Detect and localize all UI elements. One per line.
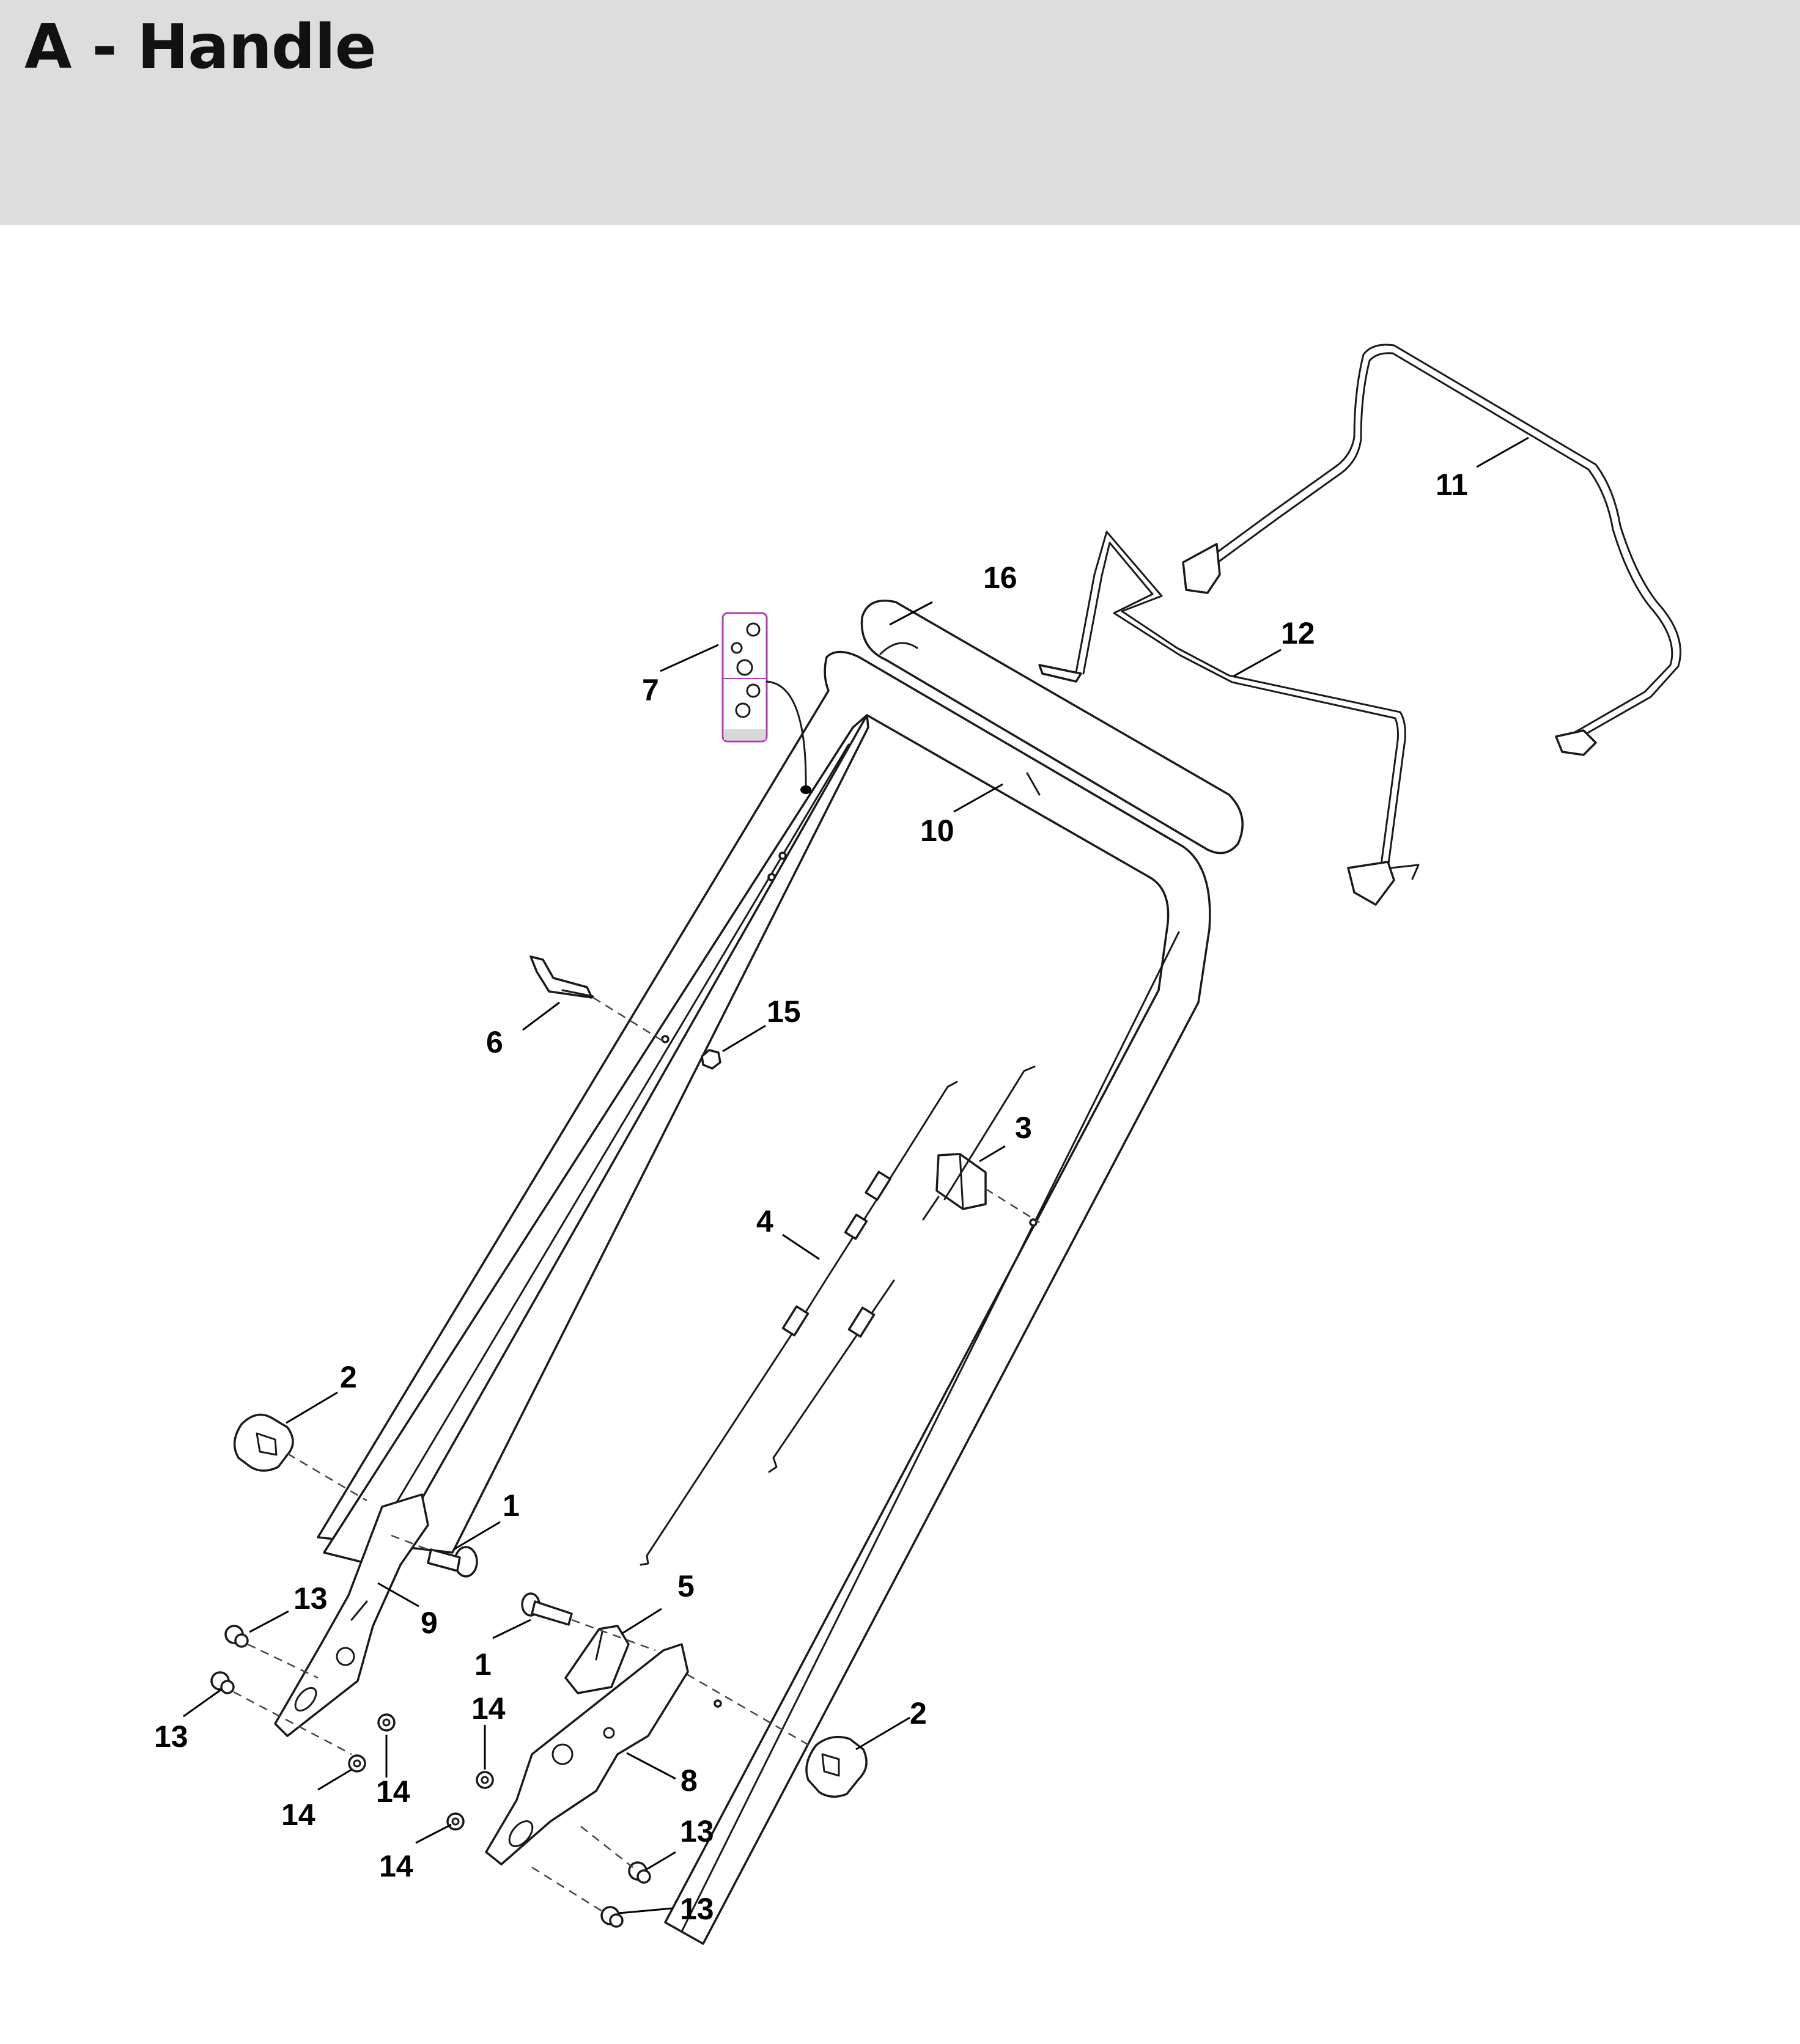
part-5-cover (564, 1625, 630, 1694)
part-8-bracket-right (485, 1643, 689, 1866)
callout-12: 12 (1281, 616, 1315, 650)
part-15-nut (701, 1049, 721, 1070)
nut-14c (476, 1771, 494, 1789)
part-2-knob-left (233, 1413, 367, 1502)
callout-2b: 2 (910, 1696, 927, 1730)
callout-3: 3 (1015, 1111, 1032, 1145)
callout-14a: 14 (376, 1774, 410, 1809)
callout-1b: 1 (474, 1647, 492, 1682)
leader-lines (183, 436, 1529, 1914)
callout-13d: 13 (680, 1892, 714, 1926)
callout-8: 8 (681, 1763, 698, 1798)
callout-10: 10 (920, 814, 954, 848)
callout-labels: 1 1 2 2 3 4 5 6 7 8 9 10 11 12 13 13 13 … (154, 468, 1468, 1926)
callout-5: 5 (677, 1569, 695, 1603)
page-title: A - Handle (24, 11, 377, 83)
callout-7: 7 (642, 673, 659, 707)
callout-6: 6 (486, 1025, 503, 1059)
callout-15: 15 (767, 994, 801, 1029)
nut-14a (377, 1713, 396, 1732)
callout-11: 11 (1436, 468, 1468, 502)
part-14-nuts (348, 1713, 494, 1831)
callout-9: 9 (421, 1606, 438, 1640)
callout-14d: 14 (379, 1849, 413, 1883)
part-10-handle-frame (317, 650, 1211, 1945)
part-2-knob-right (661, 1658, 868, 1798)
part-7-decal (721, 612, 811, 794)
part-6-cable-clip (529, 955, 668, 1045)
callout-1a: 1 (503, 1488, 520, 1523)
callout-14b: 14 (281, 1798, 315, 1832)
part-1-bolt-upper (391, 1534, 478, 1578)
callout-14c: 14 (471, 1691, 506, 1726)
part-11-control-bail (1182, 344, 1681, 756)
header-bar: A - Handle (0, 0, 1800, 225)
bolt-13d (600, 1906, 624, 1928)
parts-diagram: 1 1 2 2 3 4 5 6 7 8 9 10 11 12 13 13 13 … (154, 344, 1681, 1945)
bolt-13a (224, 1625, 249, 1648)
part-3-cable-guide (922, 1153, 1040, 1224)
nut-14b (348, 1754, 366, 1773)
callout-16: 16 (983, 561, 1017, 595)
callout-13b: 13 (154, 1719, 188, 1754)
part-1-bolt-lower (521, 1592, 656, 1652)
part-16-grip (860, 600, 1244, 855)
part-12-control-bail (1038, 531, 1420, 906)
part-9-bracket-left (274, 1493, 429, 1737)
bolt-13b (210, 1671, 235, 1694)
bolt-13c (628, 1861, 651, 1884)
part-4-cables (640, 1065, 1036, 1566)
callout-13c: 13 (680, 1814, 714, 1848)
callout-4: 4 (756, 1204, 773, 1238)
callout-2a: 2 (340, 1360, 357, 1394)
nut-14d (446, 1812, 465, 1831)
part-13-bolts (210, 1625, 651, 1928)
callout-13a: 13 (293, 1581, 328, 1616)
